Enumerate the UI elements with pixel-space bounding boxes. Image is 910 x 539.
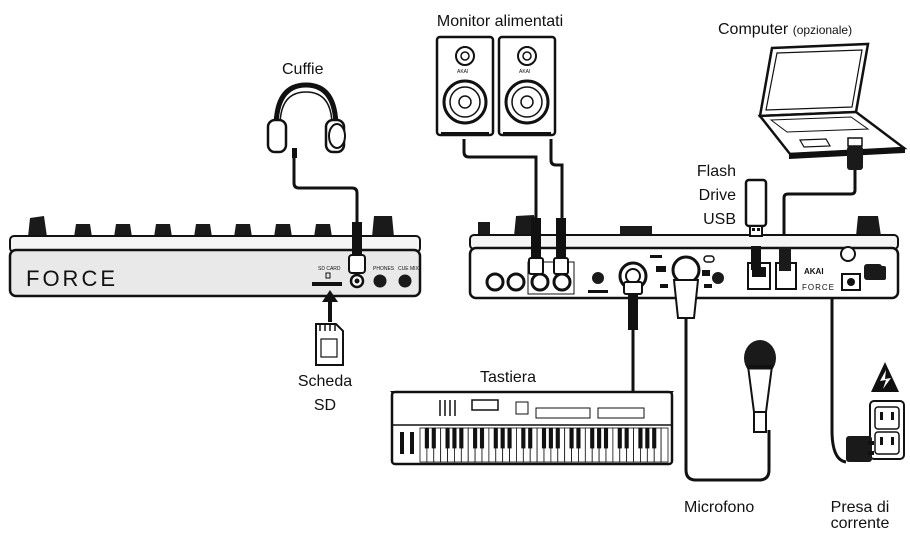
label-headphones: Cuffie [282,61,324,78]
black-key [541,428,547,449]
label-flash-line2: Drive [698,187,736,204]
force-front-panel: FORCE SD CARD PHONES CUE MIX [8,216,422,298]
sd-card-slot [312,282,342,286]
monitor-cable-left [462,139,538,218]
black-key [528,428,533,449]
front-sd-label: SD CARD [318,266,341,272]
microphone-icon [744,340,776,433]
black-key [555,428,560,449]
headphones-icon [266,82,346,158]
black-key [624,428,629,449]
monitor-cable-right [549,139,564,218]
black-key [645,428,650,449]
black-key [548,428,553,449]
white-key [660,427,669,463]
keyboard-icon [390,390,674,466]
black-key [493,428,498,449]
label-flash-line3: USB [703,211,736,228]
speaker-right: AKAI [497,35,557,137]
black-key [431,428,436,449]
flash-drive-icon [744,178,768,270]
laptop-icon [757,42,908,160]
usb-plug-icon [847,137,863,170]
black-key [597,428,602,449]
black-key [452,428,457,449]
force-rear-panel: AKAI FORCE [468,215,900,330]
black-key [445,428,450,449]
label-flash-line1: Flash [696,163,736,180]
black-key [507,428,512,449]
label-microphone: Microfono [684,499,755,516]
front-cue-label: CUE MIX [398,266,420,272]
black-key [638,428,643,449]
black-key [590,428,595,449]
black-key [603,428,609,449]
rear-brand-text: AKAI [804,267,824,276]
keyboard-keys [419,427,669,463]
label-sd-line1: Scheda [297,373,353,390]
microphone-cable [684,315,771,482]
speaker-left: AKAI [435,35,495,137]
arrow-up-icon [322,290,338,322]
label-power-line2: corrente [830,515,890,532]
rear-model-text: FORCE [802,283,835,292]
headphone-cable [292,150,359,222]
black-key [617,428,622,449]
black-key [424,428,429,449]
label-sd-line2: SD [313,397,337,414]
computer-usb-cable [782,170,857,248]
label-computer: Computer (opzionale) [718,20,852,40]
power-outlet-icon [869,400,905,460]
black-key [652,428,657,449]
black-key [521,428,526,449]
speaker-left-brand: AKAI [457,69,468,75]
power-plug-icon [874,266,886,280]
black-key [500,428,505,449]
headphone-plug [352,222,362,257]
label-power-line1: Presa di [830,499,890,516]
front-phones-label: PHONES [373,266,395,272]
black-key [459,428,464,449]
black-key [479,428,485,449]
sd-card-icon [315,323,344,366]
black-key [473,428,478,449]
label-monitors: Monitor alimentati [436,13,564,30]
speaker-right-brand: AKAI [519,69,530,75]
black-key [569,428,574,449]
black-key [576,428,581,449]
power-adapter-icon [846,436,874,462]
label-computer-main: Computer [718,21,789,38]
front-brand-text: FORCE [26,266,118,291]
front-knobs [28,216,394,237]
warning-icon [871,362,899,392]
label-computer-note: (opzionale) [792,23,853,37]
label-keyboard: Tastiera [480,369,537,386]
